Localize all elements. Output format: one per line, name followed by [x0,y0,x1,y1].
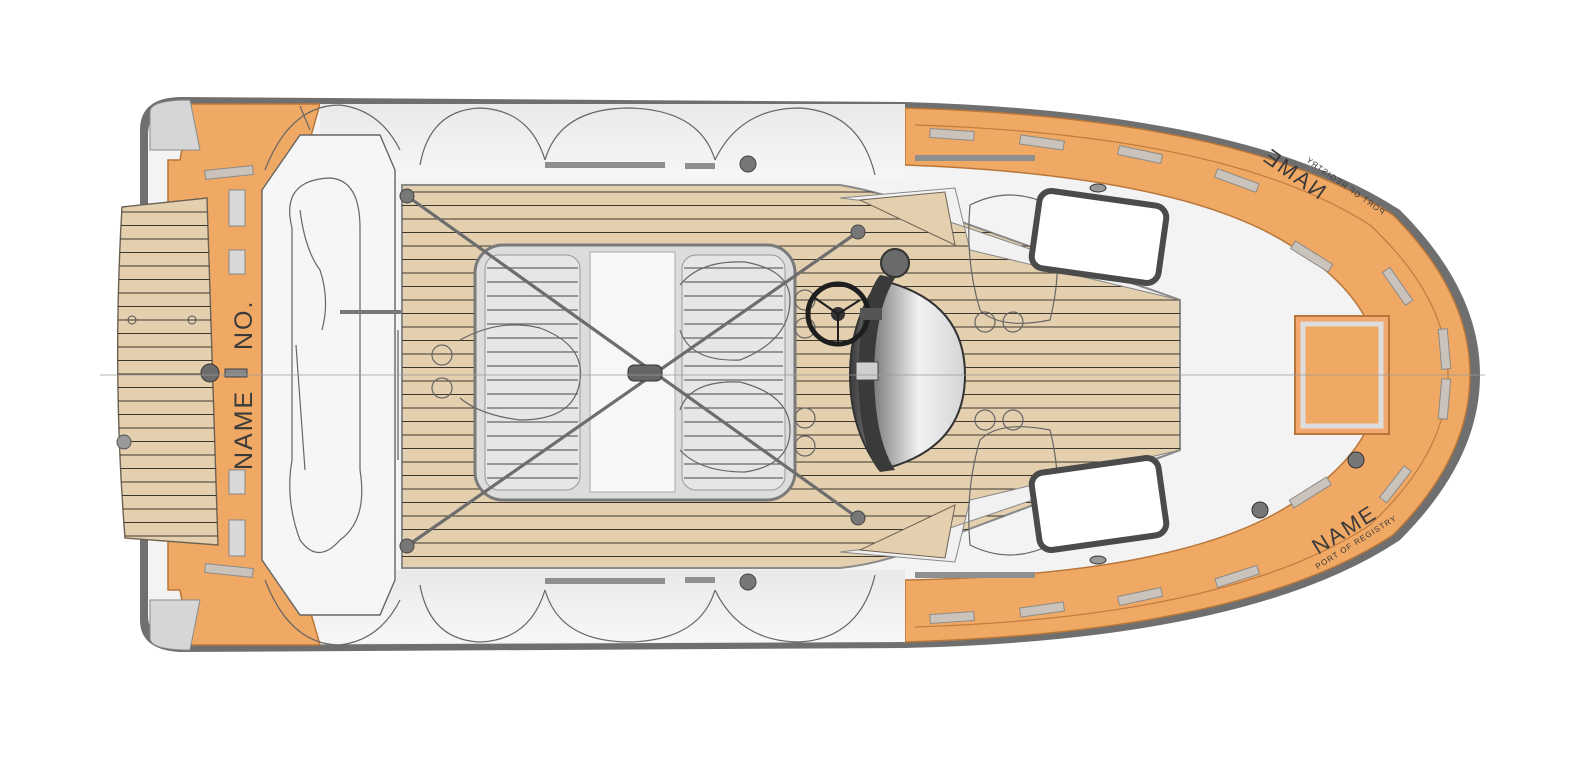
small-teak-triangle-port [858,191,956,246]
stern-fender-strips [204,164,254,579]
stern-corner-port [149,99,201,151]
deck-fittings [1089,183,1365,565]
small-teak-triangle-starboard [858,504,956,559]
transom-swim-platform [116,197,248,546]
bow-rubbing-strips [929,127,1452,625]
transom-name-label: NAME [230,390,258,470]
bimini-stays [399,188,866,554]
stern-corner-starboard [149,599,201,651]
starboard-side-arches [264,574,876,646]
transom-number-label: NO. [230,300,258,350]
forward-hatch-starboard [1028,455,1170,553]
steering-wheel-icon [805,281,882,347]
forward-hatch-port [1028,188,1170,286]
port-side-arches [264,104,876,176]
seat-outlines [431,194,1059,556]
